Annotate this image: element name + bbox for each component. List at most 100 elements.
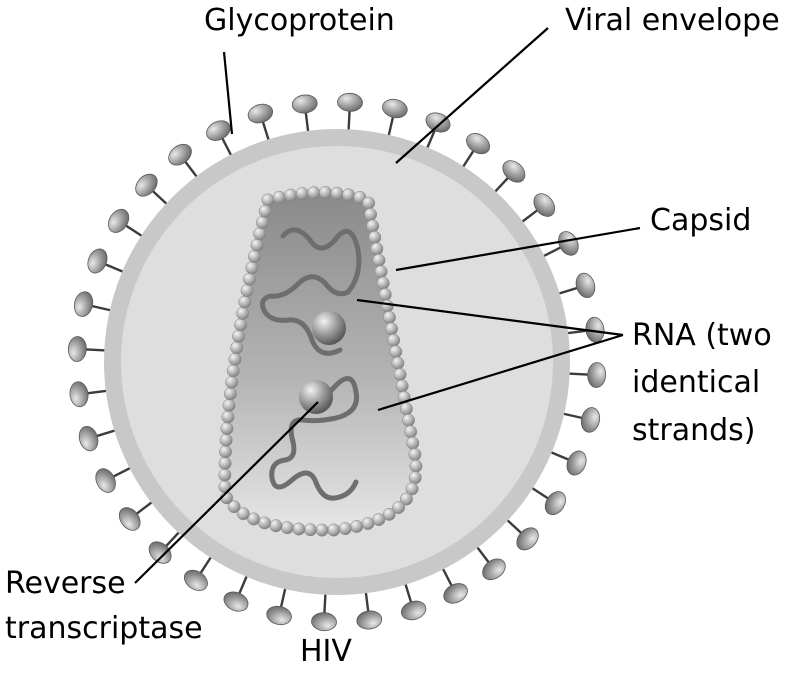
glycoprotein-spike	[168, 143, 200, 181]
glycoprotein-spike	[73, 291, 115, 317]
capsid-bead	[220, 422, 234, 435]
glycoprotein-spike	[118, 499, 156, 531]
capsid-bead	[250, 238, 264, 252]
capsid-bead	[318, 186, 332, 199]
glycoprotein-spike	[491, 160, 526, 195]
capsid-bead	[382, 507, 396, 521]
capsid-bead	[255, 216, 269, 230]
capsid-bead	[342, 188, 356, 202]
capsid-bead	[292, 522, 306, 536]
capsid-bead	[219, 433, 233, 447]
glycoprotein-spike	[95, 465, 134, 493]
capsid-bead	[230, 341, 244, 355]
capsid-bead	[374, 265, 388, 279]
capsid-bead	[218, 468, 232, 482]
viral-envelope-label: Viral envelope	[565, 3, 780, 38]
capsid-bead	[315, 523, 329, 537]
glycoprotein-spike	[440, 565, 468, 604]
glycoprotein-spike	[311, 590, 337, 632]
reverse-transcriptase-label-line-1: Reverse	[5, 566, 126, 601]
capsid-bead	[234, 318, 248, 332]
glycoprotein-spike	[148, 529, 183, 564]
capsid-bead	[376, 276, 390, 290]
glycoprotein-spike	[382, 98, 408, 140]
capsid-bead	[295, 187, 309, 201]
glycoprotein-spike	[183, 553, 214, 591]
capsid-bead	[409, 459, 423, 473]
capsid-bead	[395, 379, 409, 393]
capsid-bead	[404, 425, 418, 439]
capsid-bead	[247, 512, 261, 526]
rna-strand-upper	[259, 227, 362, 356]
capsid-bead	[258, 204, 272, 218]
capsid-bead	[385, 322, 398, 336]
glycoprotein-spike	[559, 407, 601, 433]
glycoprotein-spike	[135, 173, 170, 208]
rna-strand-lower	[269, 376, 360, 501]
capsid-bead	[387, 333, 401, 347]
capsid-bead-ring	[218, 186, 423, 537]
glycoprotein-spike	[67, 336, 109, 362]
viral-envelope-leader-line	[395, 27, 549, 164]
glycoprotein-spike	[69, 381, 110, 408]
rna-label-line-2: identical	[632, 365, 760, 400]
glycoprotein-spike	[247, 103, 274, 144]
capsid-bead	[272, 190, 286, 204]
capsid-bead	[222, 398, 236, 412]
glycoprotein-spike	[528, 485, 566, 516]
glycoprotein-spike	[555, 272, 596, 299]
capsid-bead	[238, 295, 252, 309]
glycoprotein-leader-line	[222, 51, 234, 135]
capsid-bead	[227, 500, 241, 514]
capsid-bead	[228, 352, 242, 366]
glycoprotein-spike	[87, 248, 127, 275]
capsid-bead	[243, 272, 256, 286]
capsid-bead	[350, 520, 364, 533]
capsid-bead	[380, 299, 394, 313]
capsid-bead	[236, 306, 250, 320]
capsid-bead	[406, 436, 420, 450]
capsid-bead	[382, 310, 396, 324]
capsid-bead	[366, 219, 380, 233]
glycoprotein-spike	[291, 94, 318, 135]
capsid-bead	[307, 186, 321, 200]
glycoprotein-spike	[474, 543, 506, 581]
capsid-bead	[280, 521, 294, 535]
glycoprotein-spike	[400, 580, 427, 621]
capsid-bead	[364, 208, 378, 221]
reverse-transcriptase-molecule	[299, 380, 333, 414]
capsid-bead	[261, 193, 275, 207]
capsid-bead	[245, 261, 259, 275]
capsid-bead	[330, 186, 344, 200]
capsid-bead	[221, 410, 235, 424]
capsid-bead	[247, 250, 261, 263]
capsid-bead	[399, 402, 413, 416]
rna-label-line-1: RNA (two	[632, 318, 772, 353]
glycoprotein-spike	[206, 120, 234, 159]
capsid-bead	[408, 448, 422, 462]
capsid-bead	[232, 329, 246, 343]
glycoprotein-spike	[356, 589, 383, 630]
capsid-bead	[372, 253, 386, 267]
capsid-bead	[372, 513, 386, 527]
glycoprotein-spike	[518, 193, 556, 225]
capsid-bead	[405, 482, 419, 496]
capsid-bead	[226, 364, 240, 378]
capsid-label: Capsid	[650, 203, 751, 238]
capsid-bead	[399, 492, 413, 506]
capsid-bead	[219, 445, 232, 459]
glycoprotein-spike	[460, 133, 491, 171]
rna-leader-line-lower	[377, 333, 624, 412]
glycoprotein-spike	[223, 572, 250, 612]
capsid-bead	[284, 188, 298, 202]
capsid-bead	[303, 523, 317, 537]
capsid-bead	[327, 523, 341, 537]
glycoprotein-spike	[504, 516, 539, 551]
capsid-bead	[392, 501, 406, 514]
capsid-bead	[236, 507, 250, 521]
glycoprotein-label: Glycoprotein	[204, 3, 395, 38]
capsid-bead	[389, 345, 403, 359]
reverse-transcriptase-molecule	[312, 311, 346, 345]
rna-label-line-3: strands)	[632, 413, 756, 448]
capsid-bead	[361, 517, 375, 530]
